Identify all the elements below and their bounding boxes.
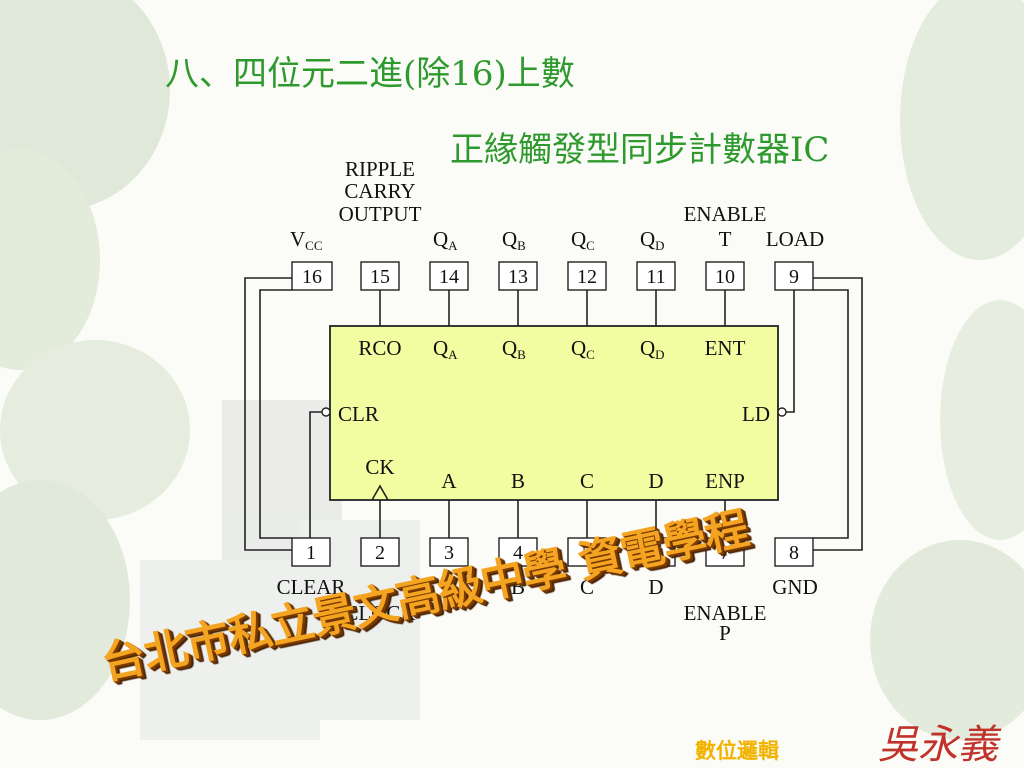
internal-ck: CK xyxy=(365,455,394,479)
internal-b: B xyxy=(511,469,525,493)
connection-wires xyxy=(244,277,863,551)
label-load: LOAD xyxy=(766,227,824,251)
pin-8-number: 8 xyxy=(789,542,799,564)
bottom-pin-labels: CLEAR CLOCK A B C D ENABLE P GND xyxy=(277,575,818,645)
label-bottom-a: A xyxy=(441,575,457,599)
internal-ld: LD xyxy=(742,402,770,426)
label-ripple-line-2: CARRY xyxy=(344,179,415,203)
pin-14-number: 14 xyxy=(439,266,459,288)
label-enable-t-line-1: ENABLE xyxy=(684,202,767,226)
label-top-qc: QC xyxy=(571,227,595,253)
label-ripple-line-1: RIPPLE xyxy=(345,157,415,181)
course-name: 數位邏輯 xyxy=(695,739,779,763)
internal-enp: ENP xyxy=(705,469,745,493)
counter-ic-body xyxy=(329,325,779,501)
label-top-qa: QA xyxy=(433,227,458,253)
internal-qb: QB xyxy=(502,336,526,362)
label-enable-t-line-2: T xyxy=(719,227,732,251)
label-bottom-c: C xyxy=(580,575,594,599)
label-clock: CLOCK xyxy=(344,601,415,625)
label-vcc: VCC xyxy=(290,227,323,253)
label-gnd: GND xyxy=(772,575,818,599)
pin-4-number: 4 xyxy=(513,542,523,564)
label-top-qb: QB xyxy=(502,227,526,253)
pin-16-number: 16 xyxy=(302,266,322,288)
pin-9-number: 9 xyxy=(789,266,799,288)
internal-qd: QD xyxy=(640,336,665,362)
slide-subtitle: 正緣觸發型同步計數器IC xyxy=(450,130,830,170)
pin-7-number: 7 xyxy=(720,542,730,564)
internal-clr: CLR xyxy=(338,402,379,426)
pin-13-number: 13 xyxy=(508,266,528,288)
internal-qc: QC xyxy=(571,336,595,362)
internal-d: D xyxy=(648,469,663,493)
slide-title: 八、四位元二進(除16)上數 xyxy=(165,54,575,94)
internal-ent: ENT xyxy=(705,336,746,360)
pin-11-number: 11 xyxy=(646,266,665,288)
author-signature: 吳永義 xyxy=(878,722,998,768)
label-clear: CLEAR xyxy=(277,575,346,599)
top-pin-labels: VCC RIPPLE CARRY OUTPUT QA QB QC QD ENAB… xyxy=(290,157,824,253)
label-ripple-line-3: OUTPUT xyxy=(339,202,422,226)
internal-qa: QA xyxy=(433,336,458,362)
pin-15-number: 15 xyxy=(370,266,390,288)
internal-rco: RCO xyxy=(358,336,401,360)
top-pin-row: 16 15 14 13 12 11 10 9 xyxy=(291,261,814,291)
clock-edge-triangle xyxy=(371,484,389,501)
label-bottom-b: B xyxy=(511,575,525,599)
pin-10-number: 10 xyxy=(715,266,735,288)
label-enable-p-line-1: ENABLE xyxy=(684,601,767,625)
label-top-qd: QD xyxy=(640,227,665,253)
pin-5-number: 5 xyxy=(582,542,592,564)
pin-12-number: 12 xyxy=(577,266,597,288)
pin-6-number: 6 xyxy=(651,542,661,564)
label-bottom-d: D xyxy=(648,575,663,599)
label-enable-p-line-2: P xyxy=(719,621,731,645)
pin-3-number: 3 xyxy=(444,542,454,564)
pin-1-number: 1 xyxy=(306,542,316,564)
internal-a: A xyxy=(441,469,457,493)
clr-inversion-bubble xyxy=(321,407,331,417)
ld-inversion-bubble xyxy=(777,407,787,417)
bottom-pin-row: 1 2 3 4 5 6 7 8 xyxy=(291,537,814,567)
internal-chip-labels: RCO QA QB QC QD ENT CLR LD CK A B C D EN… xyxy=(338,336,770,493)
internal-c: C xyxy=(580,469,594,493)
pin-2-number: 2 xyxy=(375,542,385,564)
